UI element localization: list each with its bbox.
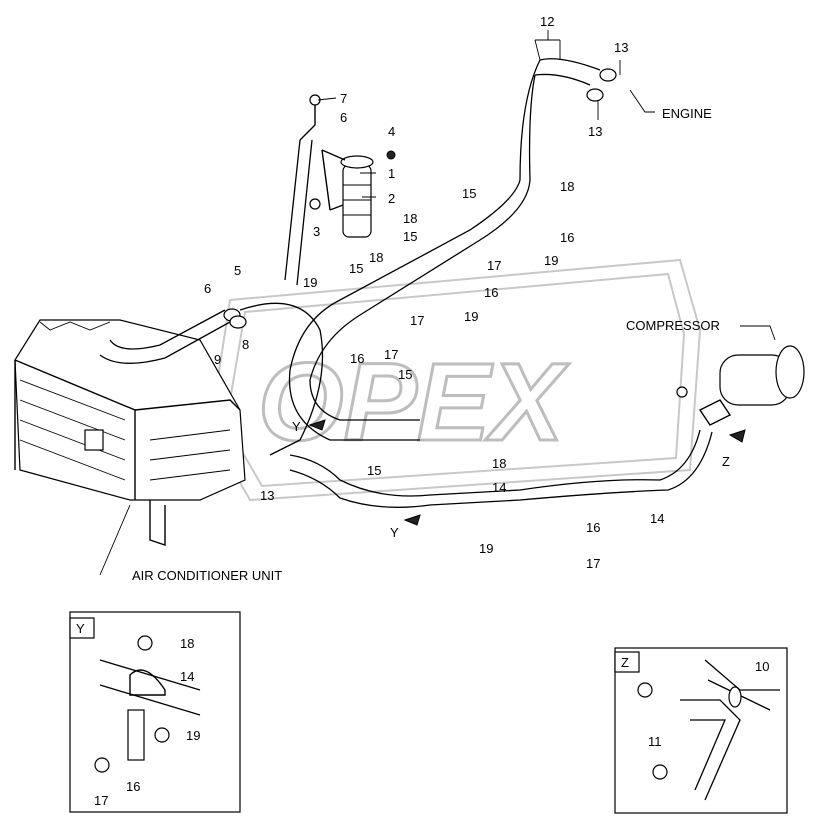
callout-8: 8 (242, 337, 249, 352)
label-engine: ENGINE (662, 106, 712, 121)
callout-15e: 15 (367, 463, 381, 478)
watermark: OPEX (208, 258, 702, 502)
callout-16a: 16 (560, 230, 574, 245)
detail-z-title: Z (621, 655, 629, 670)
callout-17d: 17 (586, 556, 600, 571)
callout-7: 7 (340, 91, 347, 106)
callout-6b: 6 (204, 281, 211, 296)
detail-y-callout-14: 14 (180, 669, 194, 684)
callout-13c: 13 (260, 488, 274, 503)
compressor (676, 345, 805, 426)
callout-2: 2 (388, 191, 395, 206)
label-air-conditioner-unit: AIR CONDITIONER UNIT (132, 568, 282, 583)
callout-19d: 19 (479, 541, 493, 556)
callout-17c: 17 (384, 347, 398, 362)
callout-16b: 16 (484, 285, 498, 300)
arrow-y-label-1: Y (292, 419, 301, 434)
callout-14b: 14 (650, 511, 664, 526)
callout-numbers: 1 2 3 4 5 6 6 7 8 9 12 13 13 13 14 14 15… (94, 14, 769, 808)
callout-17a: 17 (487, 258, 501, 273)
callout-5: 5 (234, 263, 241, 278)
hose-5-8 (99, 302, 324, 456)
callout-19c: 19 (464, 309, 478, 324)
detail-y-callout-16: 16 (126, 779, 140, 794)
hose-12 (288, 58, 617, 441)
arrow-z-label: Z (722, 454, 730, 469)
detail-z-callout-11: 11 (648, 734, 662, 749)
callout-15a: 15 (462, 186, 476, 201)
text-labels: ENGINE COMPRESSOR AIR CONDITIONER UNIT Y… (76, 106, 730, 670)
detail-z-callout-10: 10 (755, 659, 769, 674)
hose-14 (289, 429, 713, 508)
detail-y (69, 611, 241, 813)
callout-9: 9 (214, 352, 221, 367)
callout-19b: 19 (544, 253, 558, 268)
callout-18c: 18 (369, 250, 383, 265)
view-arrows (308, 419, 746, 526)
detail-z (614, 647, 788, 814)
callout-16d: 16 (586, 520, 600, 535)
callout-6a: 6 (340, 110, 347, 125)
callout-17b: 17 (410, 313, 424, 328)
callout-15c: 15 (349, 261, 363, 276)
callout-15d: 15 (398, 367, 412, 382)
callout-13b: 13 (588, 124, 602, 139)
callout-18b: 18 (403, 211, 417, 226)
callout-16c: 16 (350, 351, 364, 366)
callout-13a: 13 (614, 40, 628, 55)
detail-y-callout-17: 17 (94, 793, 108, 808)
detail-y-callout-18: 18 (180, 636, 194, 651)
callout-3: 3 (313, 224, 320, 239)
callout-15b: 15 (403, 229, 417, 244)
callout-14a: 14 (492, 480, 506, 495)
label-compressor: COMPRESSOR (626, 318, 720, 333)
receiver-drier (284, 94, 396, 286)
callout-4: 4 (388, 124, 395, 139)
air-conditioner-unit (14, 319, 246, 546)
callout-1: 1 (388, 166, 395, 181)
watermark-text: OPEX (258, 341, 569, 464)
arrow-y-label-2: Y (390, 525, 399, 540)
callout-18d: 18 (492, 456, 506, 471)
leader-lines (99, 30, 776, 576)
callout-19a: 19 (303, 275, 317, 290)
detail-y-callout-19: 19 (186, 728, 200, 743)
callout-12: 12 (540, 14, 554, 29)
callout-18a: 18 (560, 179, 574, 194)
detail-y-title: Y (76, 621, 85, 636)
